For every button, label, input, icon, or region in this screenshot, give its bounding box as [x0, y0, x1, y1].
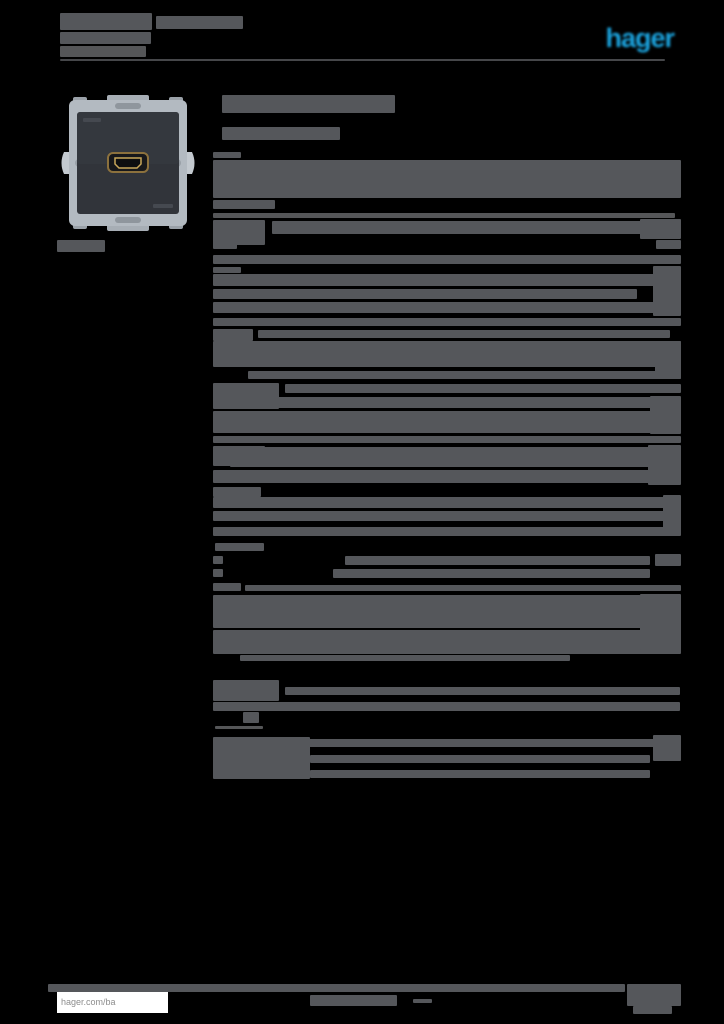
- spec-label-8: [213, 680, 279, 701]
- spec-right-7: [663, 495, 681, 535]
- spec-row-6b: [213, 511, 681, 521]
- spec-small-1: [213, 241, 237, 249]
- spec-label-1: [213, 220, 265, 245]
- spec-right-5: [650, 396, 681, 434]
- spec-label-6: [213, 487, 261, 497]
- spec-dash-1: [215, 726, 263, 729]
- spec-rule-1: [213, 255, 681, 264]
- desc-paragraph: [213, 160, 681, 198]
- spec-label-2: [213, 267, 241, 273]
- plate-marking-br: [153, 204, 173, 208]
- hdr-line1-bold: [60, 13, 152, 30]
- spec-row-8b: [213, 702, 680, 711]
- screw-slot-bottom: [115, 217, 141, 223]
- spec-row-7b: [333, 569, 650, 578]
- spec-right-6: [648, 445, 681, 485]
- spec-block-7: [213, 595, 681, 628]
- spec-label-7: [213, 583, 241, 591]
- spec-dots-1: [213, 213, 675, 218]
- spec-right-1: [640, 219, 681, 239]
- product-image: [57, 92, 199, 234]
- image-caption: [57, 240, 105, 252]
- product-subtitle: [222, 127, 340, 140]
- spec-tiny-1: [213, 556, 223, 564]
- spec-row-9b: [310, 755, 650, 763]
- spec-block-7b: [213, 630, 681, 654]
- hdr-line1-text: [156, 16, 243, 29]
- footer-page-info: [310, 995, 397, 1006]
- spec-rule-4: [245, 585, 681, 591]
- spec-tiny-2: [213, 569, 223, 577]
- footer-strip: [48, 984, 625, 992]
- hdr-line2: [60, 32, 151, 44]
- footer-right-small: [633, 1006, 672, 1014]
- spec-row-3b: [248, 371, 681, 379]
- spec-tail-7: [240, 655, 570, 661]
- hdr-line3: [60, 46, 146, 57]
- spec-row-4b: [213, 397, 681, 408]
- spec-value-1: [272, 221, 681, 234]
- footer-website-link[interactable]: hager.com/ba: [61, 997, 116, 1007]
- footer-link-box: hager.com/ba: [57, 992, 168, 1013]
- spec-right-10: [653, 735, 681, 761]
- spec-row-8a: [285, 687, 680, 695]
- spec-small-2: [215, 543, 264, 551]
- plate-sheen: [77, 112, 179, 164]
- plate-marking-tl: [83, 118, 101, 122]
- spec-right-2: [656, 240, 681, 249]
- spec-row-9c: [310, 770, 650, 778]
- spec-row-2c: [213, 302, 681, 313]
- spec-row-3a: [258, 330, 670, 338]
- spec-block-3: [213, 341, 681, 367]
- spec-row-2a: [213, 274, 681, 286]
- spec-rule-3: [213, 436, 681, 443]
- desc-tail: [213, 200, 275, 209]
- spec-label-3: [213, 329, 253, 341]
- footer-right-block: [627, 984, 681, 1006]
- hdmi-socket-illustration: [61, 95, 195, 231]
- spec-row-5a: [213, 470, 681, 483]
- spec-block-4: [213, 411, 681, 433]
- screw-slot-top: [115, 103, 141, 109]
- product-title: [222, 95, 395, 113]
- hdmi-port-icon: [114, 157, 142, 169]
- spec-right-3: [653, 266, 681, 316]
- footer-dash: [413, 999, 432, 1003]
- spec-row-4a: [285, 384, 681, 393]
- spec-row-9a: [285, 739, 655, 747]
- hager-logo: hager: [605, 23, 675, 53]
- spec-row-6c: [213, 527, 681, 536]
- spec-right-9: [640, 594, 681, 650]
- spec-small-3: [243, 712, 259, 723]
- hdr-rule: [60, 59, 665, 61]
- spec-right-8: [655, 554, 681, 566]
- spec-rule-2: [213, 318, 681, 326]
- spec-row-2b: [213, 289, 637, 299]
- spec-row-7a: [345, 556, 650, 565]
- desc-label: [213, 152, 241, 158]
- spec-row-6a: [213, 497, 681, 508]
- spec-block-5: [230, 447, 681, 467]
